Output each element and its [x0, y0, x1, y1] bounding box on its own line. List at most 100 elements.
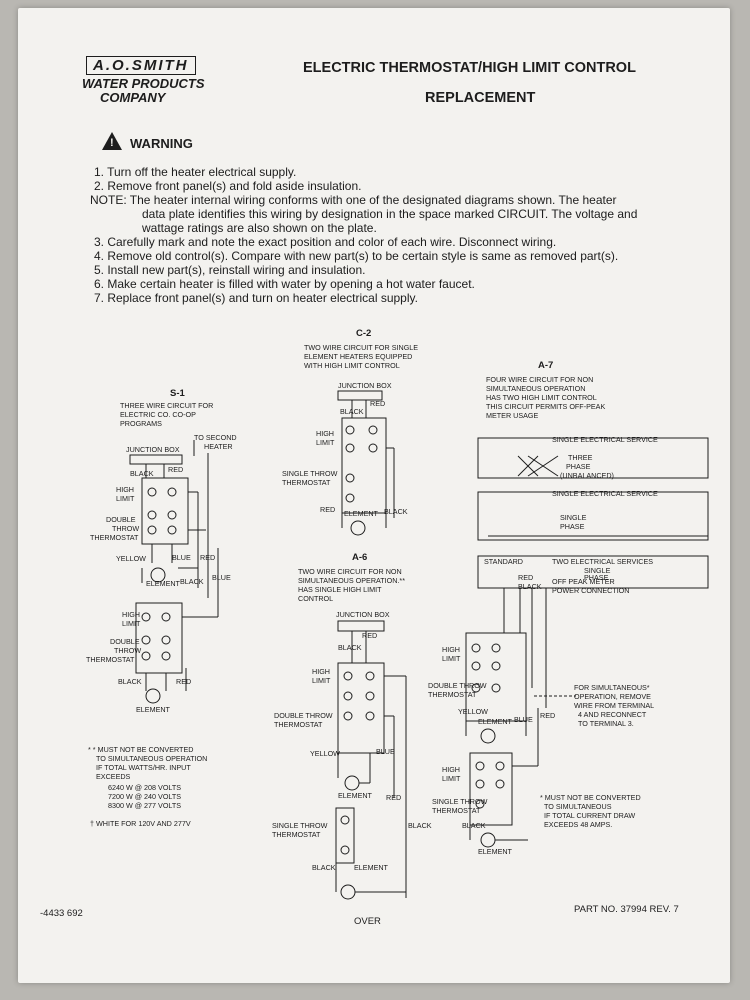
s1-high-2: LIMIT	[116, 494, 135, 503]
s1-blue: BLUE	[172, 553, 191, 562]
instruction-2: 2. Remove front panel(s) and fold aside …	[94, 179, 362, 193]
a7-must-not-3: IF TOTAL CURRENT DRAW	[544, 811, 636, 820]
s1-desc-3: PROGRAMS	[120, 419, 162, 428]
footer-code: -4433 692	[40, 908, 83, 919]
a7-simul-1: FOR SIMULTANEOUS*	[574, 683, 650, 692]
a7-high-2: LIMIT	[442, 654, 461, 663]
a6-element: ELEMENT	[338, 791, 372, 800]
s1-high-1: HIGH	[116, 485, 134, 494]
a6-red-2: RED	[386, 793, 402, 802]
a7-svc1: SINGLE ELECTRICAL SERVICE	[552, 435, 658, 444]
c2-title: C-2	[356, 328, 372, 339]
instruction-sheet: A.O.SMITH WATER PRODUCTS COMPANY ELECTRI…	[18, 8, 730, 983]
s1-element: ELEMENT	[146, 579, 180, 588]
a7-desc-2: SIMULTANEOUS OPERATION	[486, 384, 586, 393]
c2-element: ELEMENT	[344, 509, 378, 518]
footer-over: OVER	[354, 916, 381, 927]
c2-black: BLACK	[340, 407, 364, 416]
note-3: IF TOTAL WATTS/HR. INPUT	[96, 763, 191, 772]
a7-desc-4: THIS CIRCUIT PERMITS OFF-PEAK	[486, 402, 606, 411]
note-4: EXCEEDS	[96, 772, 131, 781]
a7-dt-2: THERMOSTAT	[428, 690, 477, 699]
a7-3ph-3: (UNBALANCED)	[560, 471, 614, 480]
a7-desc-1: FOUR WIRE CIRCUIT FOR NON	[486, 375, 594, 384]
a7-two-svc-3: PHASE	[584, 573, 609, 582]
a7-1ph-2: PHASE	[560, 522, 585, 531]
a6-element-2: ELEMENT	[354, 863, 388, 872]
a7-simul-5: TO TERMINAL 3.	[578, 719, 634, 728]
a7-3ph-2: PHASE	[566, 462, 591, 471]
a7-must-not-1: * MUST NOT BE CONVERTED	[540, 793, 641, 802]
s1-diagram	[129, 440, 219, 704]
a7-black: BLACK	[518, 582, 542, 591]
a6-st-2: THERMOSTAT	[272, 830, 321, 839]
a6-yellow: YELLOW	[310, 749, 340, 758]
note-5: 6240 W @ 208 VOLTS	[108, 783, 182, 792]
a6-black-2: BLACK	[408, 821, 432, 830]
a7-desc-5: METER USAGE	[486, 411, 539, 420]
s1-to-second-1: TO SECOND	[194, 433, 237, 442]
s1-desc-1: THREE WIRE CIRCUIT FOR	[120, 401, 214, 410]
a7-svc2: SINGLE ELECTRICAL SERVICE	[552, 489, 658, 498]
a6-desc-1: TWO WIRE CIRCUIT FOR NON	[298, 567, 402, 576]
c2-high-1: HIGH	[316, 429, 334, 438]
warning-icon: !	[102, 132, 122, 150]
s1-black: BLACK	[130, 469, 154, 478]
s1-dt-3: THERMOSTAT	[90, 533, 139, 542]
s1-element-2: ELEMENT	[136, 705, 170, 714]
s1-desc-2: ELECTRIC CO. CO-OP	[120, 410, 196, 419]
a7-red-2: RED	[540, 711, 556, 720]
s1-blue-2: BLUE	[212, 573, 231, 582]
a7-title: A-7	[538, 360, 554, 371]
a7-simul-2: OPERATION, REMOVE	[574, 692, 651, 701]
a7-high-1: HIGH	[442, 645, 460, 654]
instruction-5: 5. Install new part(s), reinstall wiring…	[94, 263, 366, 277]
c2-red: RED	[370, 399, 386, 408]
a7-simul-3: WIRE FROM TERMINAL	[574, 701, 655, 710]
instruction-6: 6. Make certain heater is filled with wa…	[94, 277, 475, 291]
wiring-diagrams-art	[129, 390, 709, 900]
c2-diagram	[337, 390, 395, 536]
c2-red-2: RED	[320, 505, 336, 514]
a6-desc-2: SIMULTANEOUS OPERATION.**	[298, 576, 406, 585]
a6-diagram	[335, 620, 407, 900]
s1-black-2: BLACK	[180, 577, 204, 586]
a6-dt-1: DOUBLE THROW	[274, 711, 333, 720]
a6-dt-2: THERMOSTAT	[274, 720, 323, 729]
a7-st-1: SINGLE THROW	[432, 797, 488, 806]
instruction-1: 1. Turn off the heater electrical supply…	[94, 165, 297, 179]
instruction-4: 4. Remove old control(s). Compare with n…	[94, 249, 619, 263]
s1-high-b-1: HIGH	[122, 610, 140, 619]
note-7: 8300 W @ 277 VOLTS	[108, 801, 182, 810]
a7-desc-3: HAS TWO HIGH LIMIT CONTROL	[486, 393, 597, 402]
instruction-note: NOTE: The heater internal wiring conform…	[90, 193, 617, 207]
a7-black-2: BLACK	[462, 821, 486, 830]
a7-off-peak-1: OFF PEAK METER	[552, 577, 615, 586]
instruction-7: 7. Replace front panel(s) and turn on he…	[94, 291, 418, 305]
a7-diagram	[465, 437, 709, 848]
a6-red: RED	[362, 631, 378, 640]
document-title: ELECTRIC THERMOSTAT/HIGH LIMIT CONTROL	[303, 60, 636, 76]
s1-junction: JUNCTION BOX	[126, 445, 180, 454]
a6-black-3: BLACK	[312, 863, 336, 872]
note-1: * * MUST NOT BE CONVERTED	[88, 745, 194, 754]
a7-must-not-2: TO SIMULTANEOUS	[544, 802, 612, 811]
c2-st-2: THERMOSTAT	[282, 478, 331, 487]
footer-part-number: PART NO. 37994 REV. 7	[574, 904, 679, 915]
a7-element-2: ELEMENT	[478, 847, 512, 856]
s1-title: S-1	[170, 388, 185, 399]
note-8: † WHITE FOR 120V AND 277V	[90, 819, 191, 828]
s1-yellow: YELLOW	[116, 554, 146, 563]
c2-desc-1: TWO WIRE CIRCUIT FOR SINGLE	[304, 343, 419, 352]
a7-red: RED	[518, 573, 534, 582]
a7-simul-4: 4 AND RECONNECT	[578, 710, 647, 719]
s1-dt-b-1: DOUBLE	[110, 637, 140, 646]
instruction-note-2: data plate identifies this wiring by des…	[142, 207, 638, 221]
a6-desc-3: HAS SINGLE HIGH LIMIT	[298, 585, 382, 594]
a7-off-peak-2: POWER CONNECTION	[552, 586, 630, 595]
a7-standard: STANDARD	[484, 557, 524, 566]
a7-3ph-1: THREE	[568, 453, 593, 462]
a7-1ph-1: SINGLE	[560, 513, 587, 522]
s1-red: RED	[168, 465, 184, 474]
a7-dt-1: DOUBLE THROW	[428, 681, 487, 690]
